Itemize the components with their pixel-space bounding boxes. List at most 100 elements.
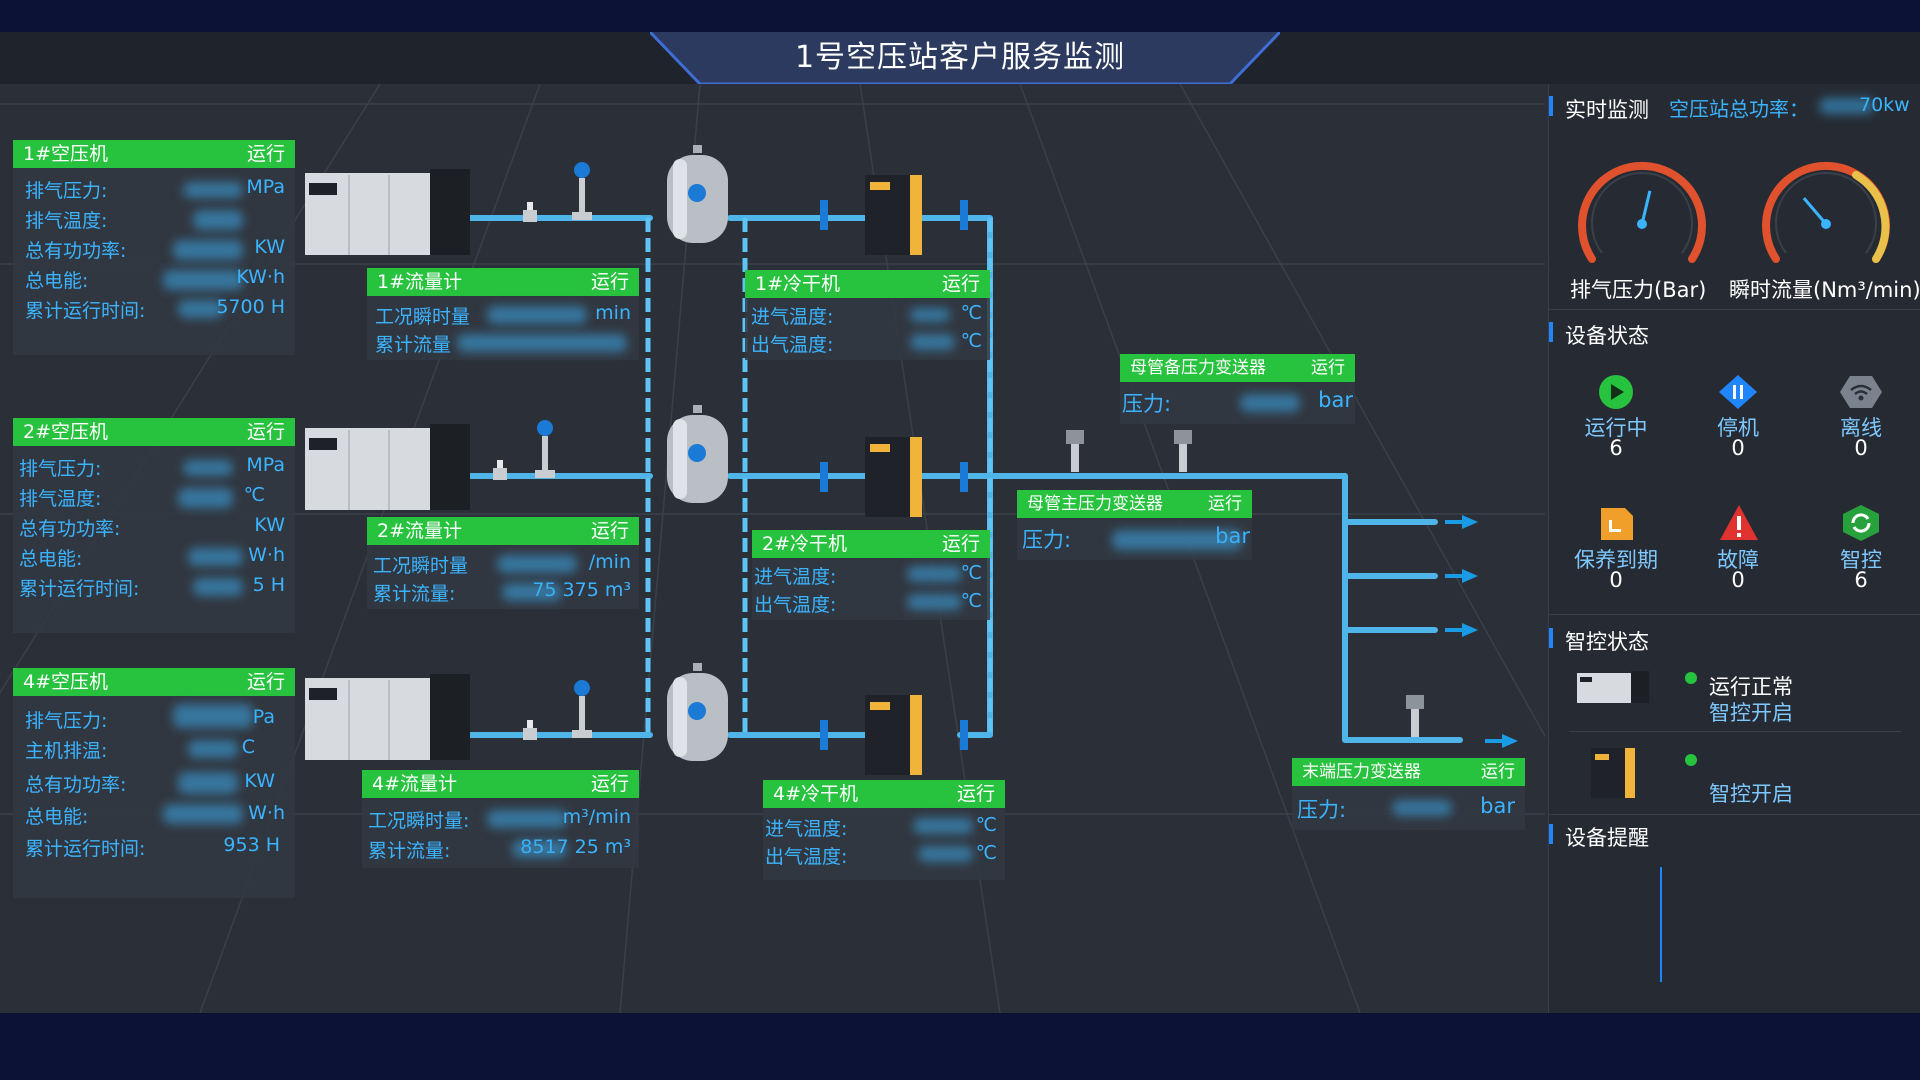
- compressor-unit-4[interactable]: [305, 670, 470, 765]
- card-body: [13, 696, 295, 898]
- redacted-value: [918, 846, 973, 862]
- arrow-icon: [1462, 623, 1478, 637]
- card-header: 2#空压机运行: [13, 418, 295, 446]
- row-label: 工况瞬时量:: [368, 810, 470, 832]
- compressor-card-1[interactable]: 1#空压机运行 排气压力: 排气温度: 总有功功率: 总电能: 累计运行时间: …: [13, 140, 295, 355]
- top-bar: [0, 0, 1920, 32]
- redacted-value: [193, 210, 243, 230]
- redacted-value: [173, 240, 243, 260]
- dryer-card-1[interactable]: 1#冷干机运行 进气温度: 出气温度: ℃ ℃: [745, 270, 990, 360]
- section-marker: [1549, 96, 1553, 116]
- row-label: 进气温度:: [754, 566, 837, 588]
- flowmeter-card-4[interactable]: 4#流量计运行 工况瞬时量: 累计流量: m³/min 8517 25 m³: [362, 770, 639, 868]
- row-unit: ℃: [243, 484, 265, 506]
- transmitter-card-backup[interactable]: 母管备压力变送器运行 压力: bar: [1120, 354, 1355, 424]
- row-label: 累计运行时间:: [25, 838, 146, 860]
- status-badge: 运行: [1481, 762, 1515, 782]
- status-badge: 运行: [246, 671, 285, 693]
- status-badge: 运行: [941, 273, 980, 295]
- row-unit: 5700 H: [216, 296, 285, 318]
- redacted-value: [910, 334, 955, 350]
- arrow-icon: [1462, 515, 1478, 529]
- row-label: 总有功功率:: [25, 774, 127, 796]
- row-label: 压力:: [1297, 798, 1347, 822]
- gauge-needle: [1802, 197, 1828, 225]
- redacted-value: [502, 583, 562, 601]
- status-badge: 运行: [590, 520, 629, 542]
- warning-icon: [1720, 505, 1758, 540]
- compressor-card-4[interactable]: 4#空压机运行 排气压力: 主机排温: 总有功功率: 总电能: 累计运行时间: …: [13, 668, 295, 898]
- row-unit: ℃: [960, 590, 982, 612]
- status-label-stopped: 停机: [1717, 416, 1759, 440]
- smart-line1: 运行正常: [1709, 675, 1793, 699]
- transmitter-device-end[interactable]: [1400, 695, 1430, 740]
- row-unit: W·h: [248, 802, 285, 824]
- status-badge: 运行: [590, 773, 629, 795]
- air-tank-3[interactable]: [665, 663, 730, 773]
- air-tank-1[interactable]: [665, 145, 730, 255]
- dryer-unit-1[interactable]: [820, 170, 990, 260]
- card-header: 1#流量计运行: [367, 268, 639, 296]
- row-label: 总有功功率:: [25, 240, 127, 262]
- status-dot: [1685, 754, 1697, 766]
- dryer-card-2[interactable]: 2#冷干机运行 进气温度: 出气温度: ℃ ℃: [752, 530, 990, 620]
- section-marker: [1549, 628, 1553, 648]
- arrow-icon: [1462, 569, 1478, 583]
- transmitter-device-backup[interactable]: [1060, 430, 1090, 475]
- transmitter-card-end[interactable]: 末端压力变送器运行 压力: bar: [1292, 758, 1525, 830]
- row-label: 总电能:: [25, 270, 89, 292]
- redacted-value: [183, 182, 243, 198]
- redacted-value: [457, 334, 627, 352]
- dryer-unit-4[interactable]: [820, 690, 990, 780]
- flowmeter-card-1[interactable]: 1#流量计运行 工况瞬时量 累计流量 min: [367, 268, 639, 360]
- reminder-scrollbar[interactable]: [1660, 867, 1662, 982]
- flowmeter-device-4[interactable]: [515, 678, 595, 743]
- air-tank-2[interactable]: [665, 405, 730, 515]
- card-body: [13, 168, 295, 355]
- redacted-value: [487, 810, 567, 828]
- gauge-label-flow: 瞬时流量(Nm³/min): [1729, 278, 1920, 302]
- flowmeter-card-2[interactable]: 2#流量计运行 工况瞬时量 累计流量: /min 75 375 m³: [367, 517, 639, 609]
- row-unit: KW: [254, 514, 285, 536]
- redacted-value: [183, 460, 233, 476]
- row-label: 工况瞬时量: [373, 555, 469, 577]
- dryer-card-4[interactable]: 4#冷干机运行 进气温度: 出气温度: ℃ ℃: [763, 780, 1005, 880]
- row-unit: ℃: [960, 302, 982, 324]
- dryer-unit-2[interactable]: [820, 432, 990, 522]
- reminder-title: 设备提醒: [1565, 826, 1649, 850]
- redacted-value: [907, 594, 962, 610]
- card-header: 4#流量计运行: [362, 770, 639, 798]
- arrow-icon: [1502, 734, 1518, 748]
- redacted-value: [163, 804, 243, 824]
- row-label: 主机排温:: [25, 740, 108, 762]
- card-header: 2#冷干机运行: [752, 530, 990, 558]
- smart-control-icon: [1843, 505, 1879, 541]
- flowmeter-device-2[interactable]: [485, 418, 565, 483]
- compressor-card-2[interactable]: 2#空压机运行 排气压力: 排气温度: 总有功功率: 总电能: 累计运行时间: …: [13, 418, 295, 633]
- divider: [1549, 309, 1920, 310]
- row-unit: m³/min: [562, 806, 631, 828]
- gauge-flow: [1762, 161, 1890, 263]
- card-body: [13, 446, 295, 633]
- play-icon: [1599, 375, 1633, 409]
- row-unit: Pa: [252, 706, 275, 728]
- flowmeter-device-1[interactable]: [515, 160, 595, 225]
- row-label: 累计运行时间:: [19, 578, 140, 600]
- card-header: 末端压力变送器运行: [1292, 758, 1525, 786]
- row-unit: ℃: [960, 330, 982, 352]
- dryer-thumb: [1591, 748, 1635, 798]
- status-count-offline: 0: [1854, 436, 1868, 460]
- row-label: 排气温度:: [19, 488, 102, 510]
- row-label: 总电能:: [19, 548, 83, 570]
- status-label-running: 运行中: [1584, 416, 1648, 440]
- compressor-unit-1[interactable]: [305, 165, 470, 260]
- redacted-value: [173, 704, 253, 728]
- wifi-offline-icon: [1840, 376, 1882, 408]
- redacted-value: [512, 840, 567, 858]
- compressor-unit-2[interactable]: [305, 420, 470, 515]
- transmitter-device-main[interactable]: [1168, 430, 1198, 475]
- bottom-bar: [0, 1013, 1920, 1080]
- status-label-offline: 离线: [1840, 416, 1882, 440]
- document-icon: [1601, 508, 1633, 540]
